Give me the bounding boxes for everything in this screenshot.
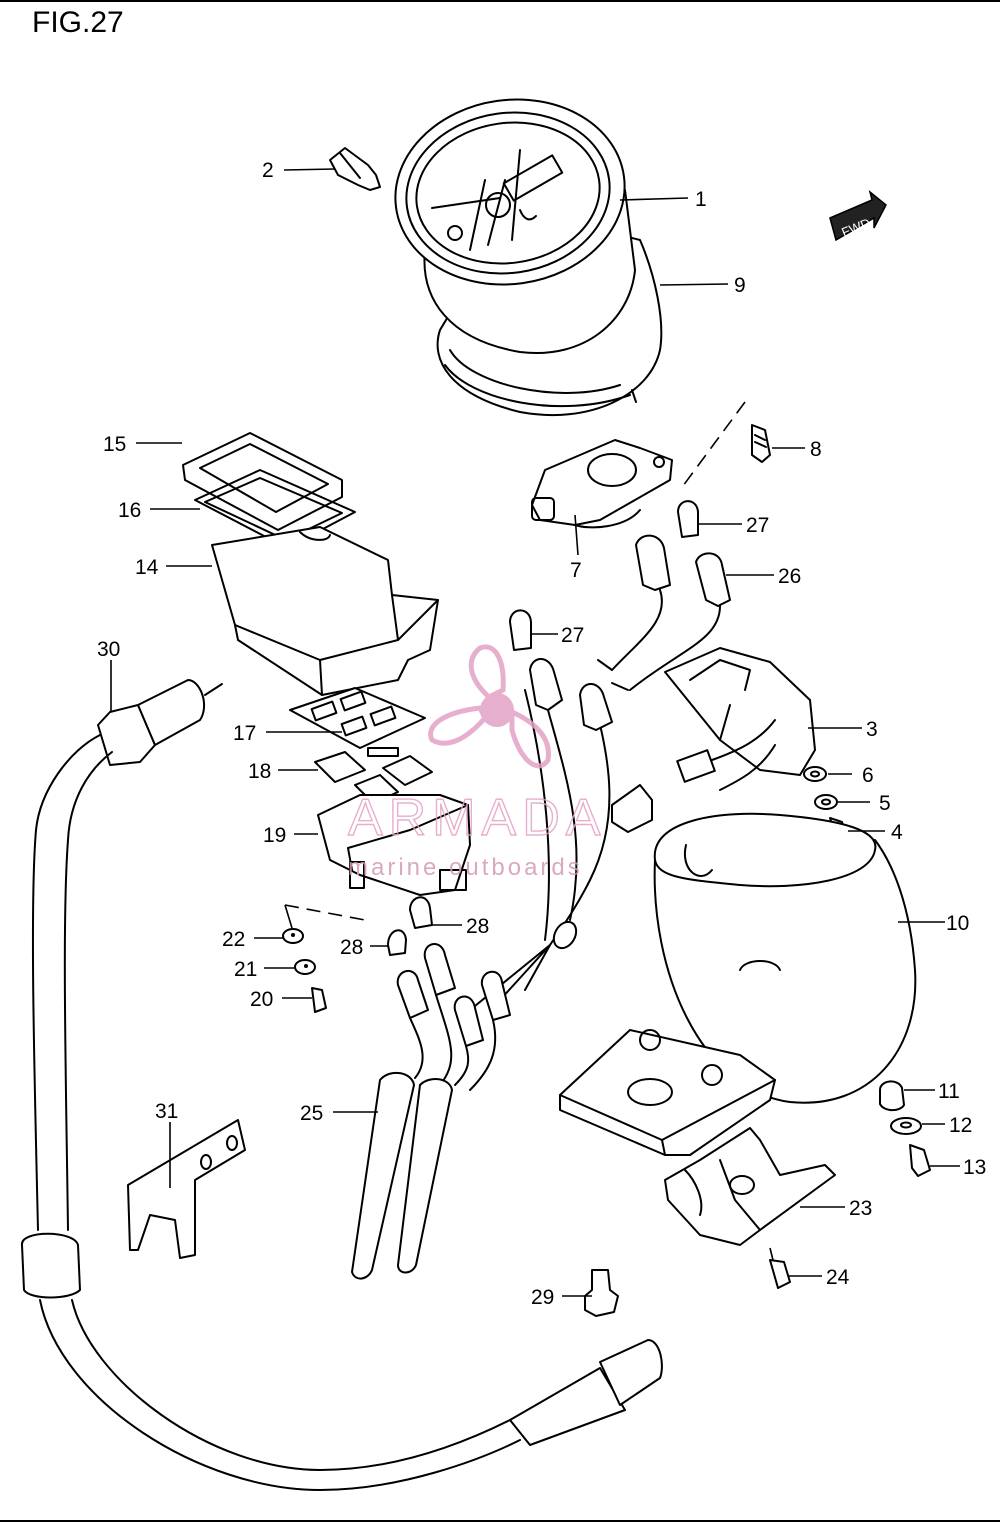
callout-18: 18: [248, 760, 271, 783]
bolt-part-13: [909, 1144, 931, 1177]
callout-6: 6: [862, 764, 874, 787]
gasket-part: [194, 469, 356, 549]
callout-3: 3: [866, 718, 878, 741]
watermark-propeller-blade: [468, 644, 506, 700]
dash-end-22: [284, 904, 293, 929]
screw-part-8: [751, 424, 771, 463]
watermark-brand: ARMADA: [348, 789, 606, 847]
watermark-logo: ARMADA marine outboards: [347, 644, 606, 881]
callout-5: 5: [879, 792, 891, 815]
watermark-tagline: marine outboards: [348, 854, 583, 881]
callout-25: 25: [300, 1102, 323, 1125]
callout-1: 1: [695, 188, 707, 211]
cable-clamp-part: [127, 1119, 246, 1259]
nut-part-21: [294, 959, 316, 975]
figure-title: FIG.27: [32, 6, 124, 39]
callout-26: 26: [778, 565, 801, 588]
lens-set-part: [314, 747, 433, 804]
cord-part-25: [351, 943, 511, 1280]
socket-part-26: [597, 534, 731, 691]
indicator-cover-part: [182, 432, 343, 531]
callout-7: 7: [570, 559, 582, 582]
callout-28a: 28: [466, 915, 489, 938]
callout-11: 11: [938, 1080, 960, 1103]
leader-7: [574, 514, 579, 556]
callout-30: 30: [97, 638, 120, 661]
callout-14: 14: [135, 556, 159, 579]
wire-harness-part: [469, 658, 653, 1011]
callout-19: 19: [263, 824, 286, 847]
bulb-part-27b: [509, 609, 532, 651]
callout-20: 20: [250, 988, 273, 1011]
lens-holder-part: [289, 687, 426, 749]
washer-part-6: [803, 766, 827, 782]
dash-line-22: [284, 904, 366, 921]
washer-part-12: [890, 1117, 922, 1135]
callout-28b: 28: [340, 936, 363, 959]
nut-part-11: [879, 1080, 905, 1112]
callout-22: 22: [222, 928, 245, 951]
watermark-propeller-blade-3: [428, 705, 488, 746]
leader-lines: [110, 168, 960, 1297]
dash-line-8: [679, 401, 746, 491]
bulb-part-28b: [409, 896, 433, 929]
watermark-propeller-blade-2: [509, 708, 551, 769]
callout-16: 16: [118, 499, 141, 522]
screw-part-24: [769, 1259, 791, 1289]
bracket-part: [664, 647, 816, 791]
callout-21: 21: [234, 958, 257, 981]
callout-23: 23: [849, 1197, 872, 1220]
watermark-propeller-hub: [480, 693, 514, 727]
screw-part-20: [311, 987, 327, 1013]
bulb-part-28a: [387, 929, 407, 956]
callout-8: 8: [810, 438, 822, 461]
meter-bracket-part: [559, 1029, 776, 1156]
indicator-housing-part: [531, 439, 673, 529]
callout-13: 13: [963, 1156, 986, 1179]
leader-1: [619, 197, 689, 201]
leader-2: [283, 168, 336, 171]
indicator-box-part: [211, 526, 439, 696]
callout-12: 12: [949, 1114, 972, 1137]
lower-bracket-part: [664, 1127, 836, 1246]
callout-31: 31: [155, 1100, 178, 1123]
bolt-part-29: [584, 1269, 619, 1317]
callout-24: 24: [826, 1266, 850, 1289]
leader-9: [659, 283, 729, 286]
callout-15: 15: [103, 433, 126, 456]
callout-4: 4: [891, 821, 903, 844]
bulb-part-27a: [677, 500, 699, 538]
meter-cup-part: [653, 812, 917, 1104]
dash-line-24: [769, 1247, 774, 1261]
speedometer-part: [394, 98, 636, 354]
callout-10: 10: [946, 912, 969, 935]
callout-17: 17: [233, 722, 256, 745]
speedometer-cable-part: [21, 679, 663, 1491]
socket-housing-part: [317, 794, 471, 896]
washer-part-22: [282, 928, 304, 944]
fwd-direction-badge: FWD: [829, 189, 887, 242]
bulb-socket-part: [329, 147, 381, 191]
callout-2: 2: [262, 159, 274, 182]
callout-27a: 27: [746, 514, 769, 537]
washer-part-5: [814, 794, 838, 810]
callout-labels: 1 2 3 4 5 6 7 8 9 10 11 12 13 14 15 16 1…: [97, 159, 986, 1309]
callout-27b: 27: [561, 624, 584, 647]
callout-29: 29: [531, 1286, 554, 1309]
callout-9: 9: [734, 274, 746, 297]
